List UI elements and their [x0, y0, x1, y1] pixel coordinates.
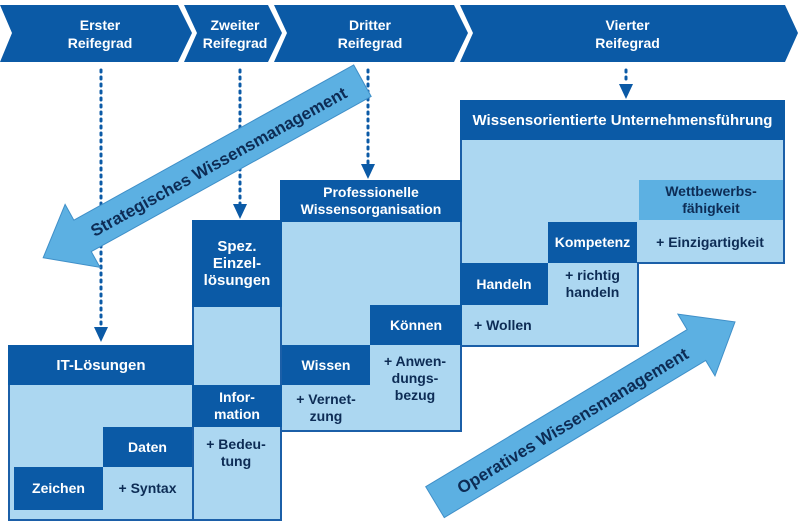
chevron-stage-4: [460, 5, 798, 62]
stage-label: Dritter Reifegrad: [337, 17, 403, 51]
stage-chevrons: [0, 5, 798, 62]
chevron-stage-1: [0, 5, 192, 62]
step-koennen: Können: [370, 305, 462, 345]
arrowhead-icon: [233, 204, 247, 219]
step-wettbewerbsfaehigkeit: Wettbewerbs- fähigkeit: [639, 180, 783, 220]
arrowhead-icon: [361, 164, 375, 179]
step-vernetzung: + Vernet- zung: [296, 390, 356, 424]
stage-label: Zweiter Reifegrad: [202, 17, 268, 51]
level-it-header: IT-Lösungen: [8, 345, 194, 385]
operative-arrow-label: Operatives Wissensmanagement: [454, 344, 692, 498]
level-spez-header: Spez. Einzel- lösungen: [192, 220, 282, 307]
level-wiss-header: Wissensorientierte Unternehmensführung: [460, 100, 785, 140]
step-richtig-handeln: + richtig handeln: [565, 267, 620, 300]
chevron-stage-2: [184, 5, 282, 62]
stage-label: Vierter Reifegrad: [595, 17, 660, 51]
step-wissen: Wissen: [282, 345, 370, 385]
chevron-stage-3: [274, 5, 468, 62]
stage-label: Erster Reifegrad: [67, 17, 133, 51]
step-syntax: + Syntax: [118, 480, 177, 496]
step-bedeutung: + Bedeu- tung: [206, 436, 266, 469]
arrowhead-icon: [94, 327, 108, 342]
step-handeln: Handeln: [460, 263, 548, 305]
step-wollen: + Wollen: [474, 316, 532, 333]
step-daten: Daten: [103, 427, 192, 467]
step-einzigartigkeit: + Einzigartigkeit: [656, 233, 764, 250]
level-prof-header: Professionelle Wissensorganisation: [280, 180, 462, 222]
arrowhead-icon: [619, 84, 633, 99]
step-information: Infor- mation: [192, 385, 282, 427]
step-anwendungsbezug: + Anwen- dungs- bezug: [383, 352, 447, 403]
step-kompetenz: Kompetenz: [548, 222, 637, 263]
step-zeichen: Zeichen: [14, 467, 103, 510]
